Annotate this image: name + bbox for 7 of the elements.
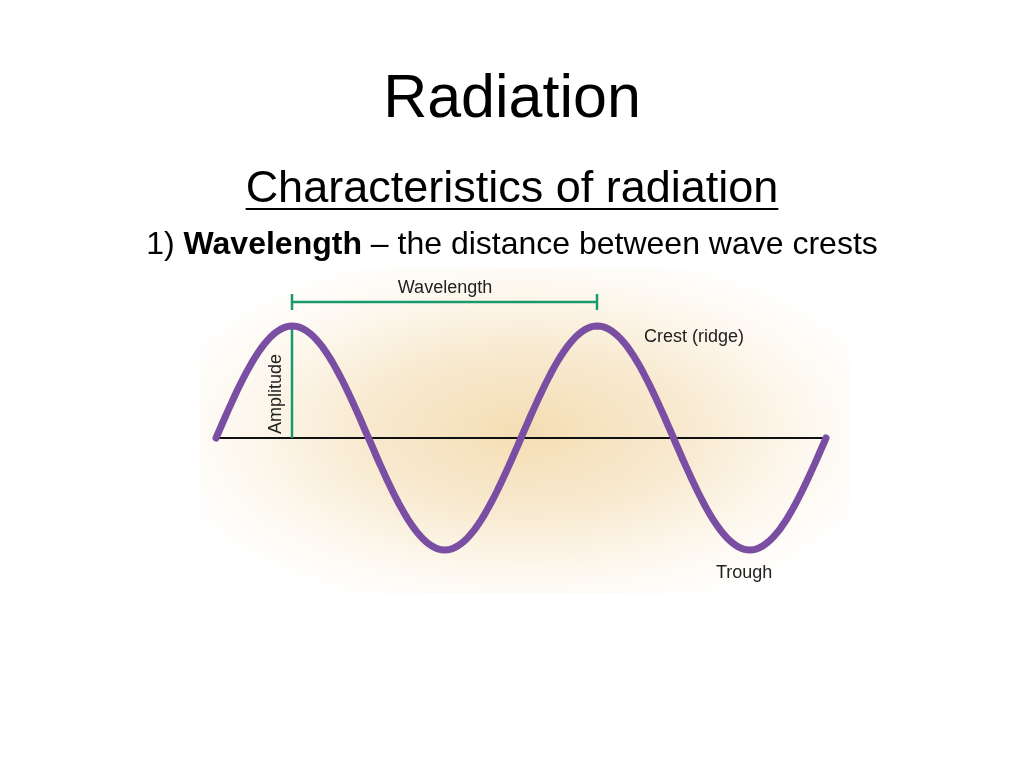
definition-text: 1) Wavelength – the distance between wave crests bbox=[146, 227, 878, 259]
wave-label: Crest (ridge) bbox=[644, 327, 745, 345]
dimension-label: Amplitude bbox=[266, 354, 284, 435]
title: Radiation bbox=[383, 66, 641, 127]
subtitle-heading: Characteristics of radiation bbox=[245, 164, 779, 209]
dimension-label: Wavelength bbox=[397, 278, 493, 296]
wave-label: Trough bbox=[716, 563, 773, 581]
